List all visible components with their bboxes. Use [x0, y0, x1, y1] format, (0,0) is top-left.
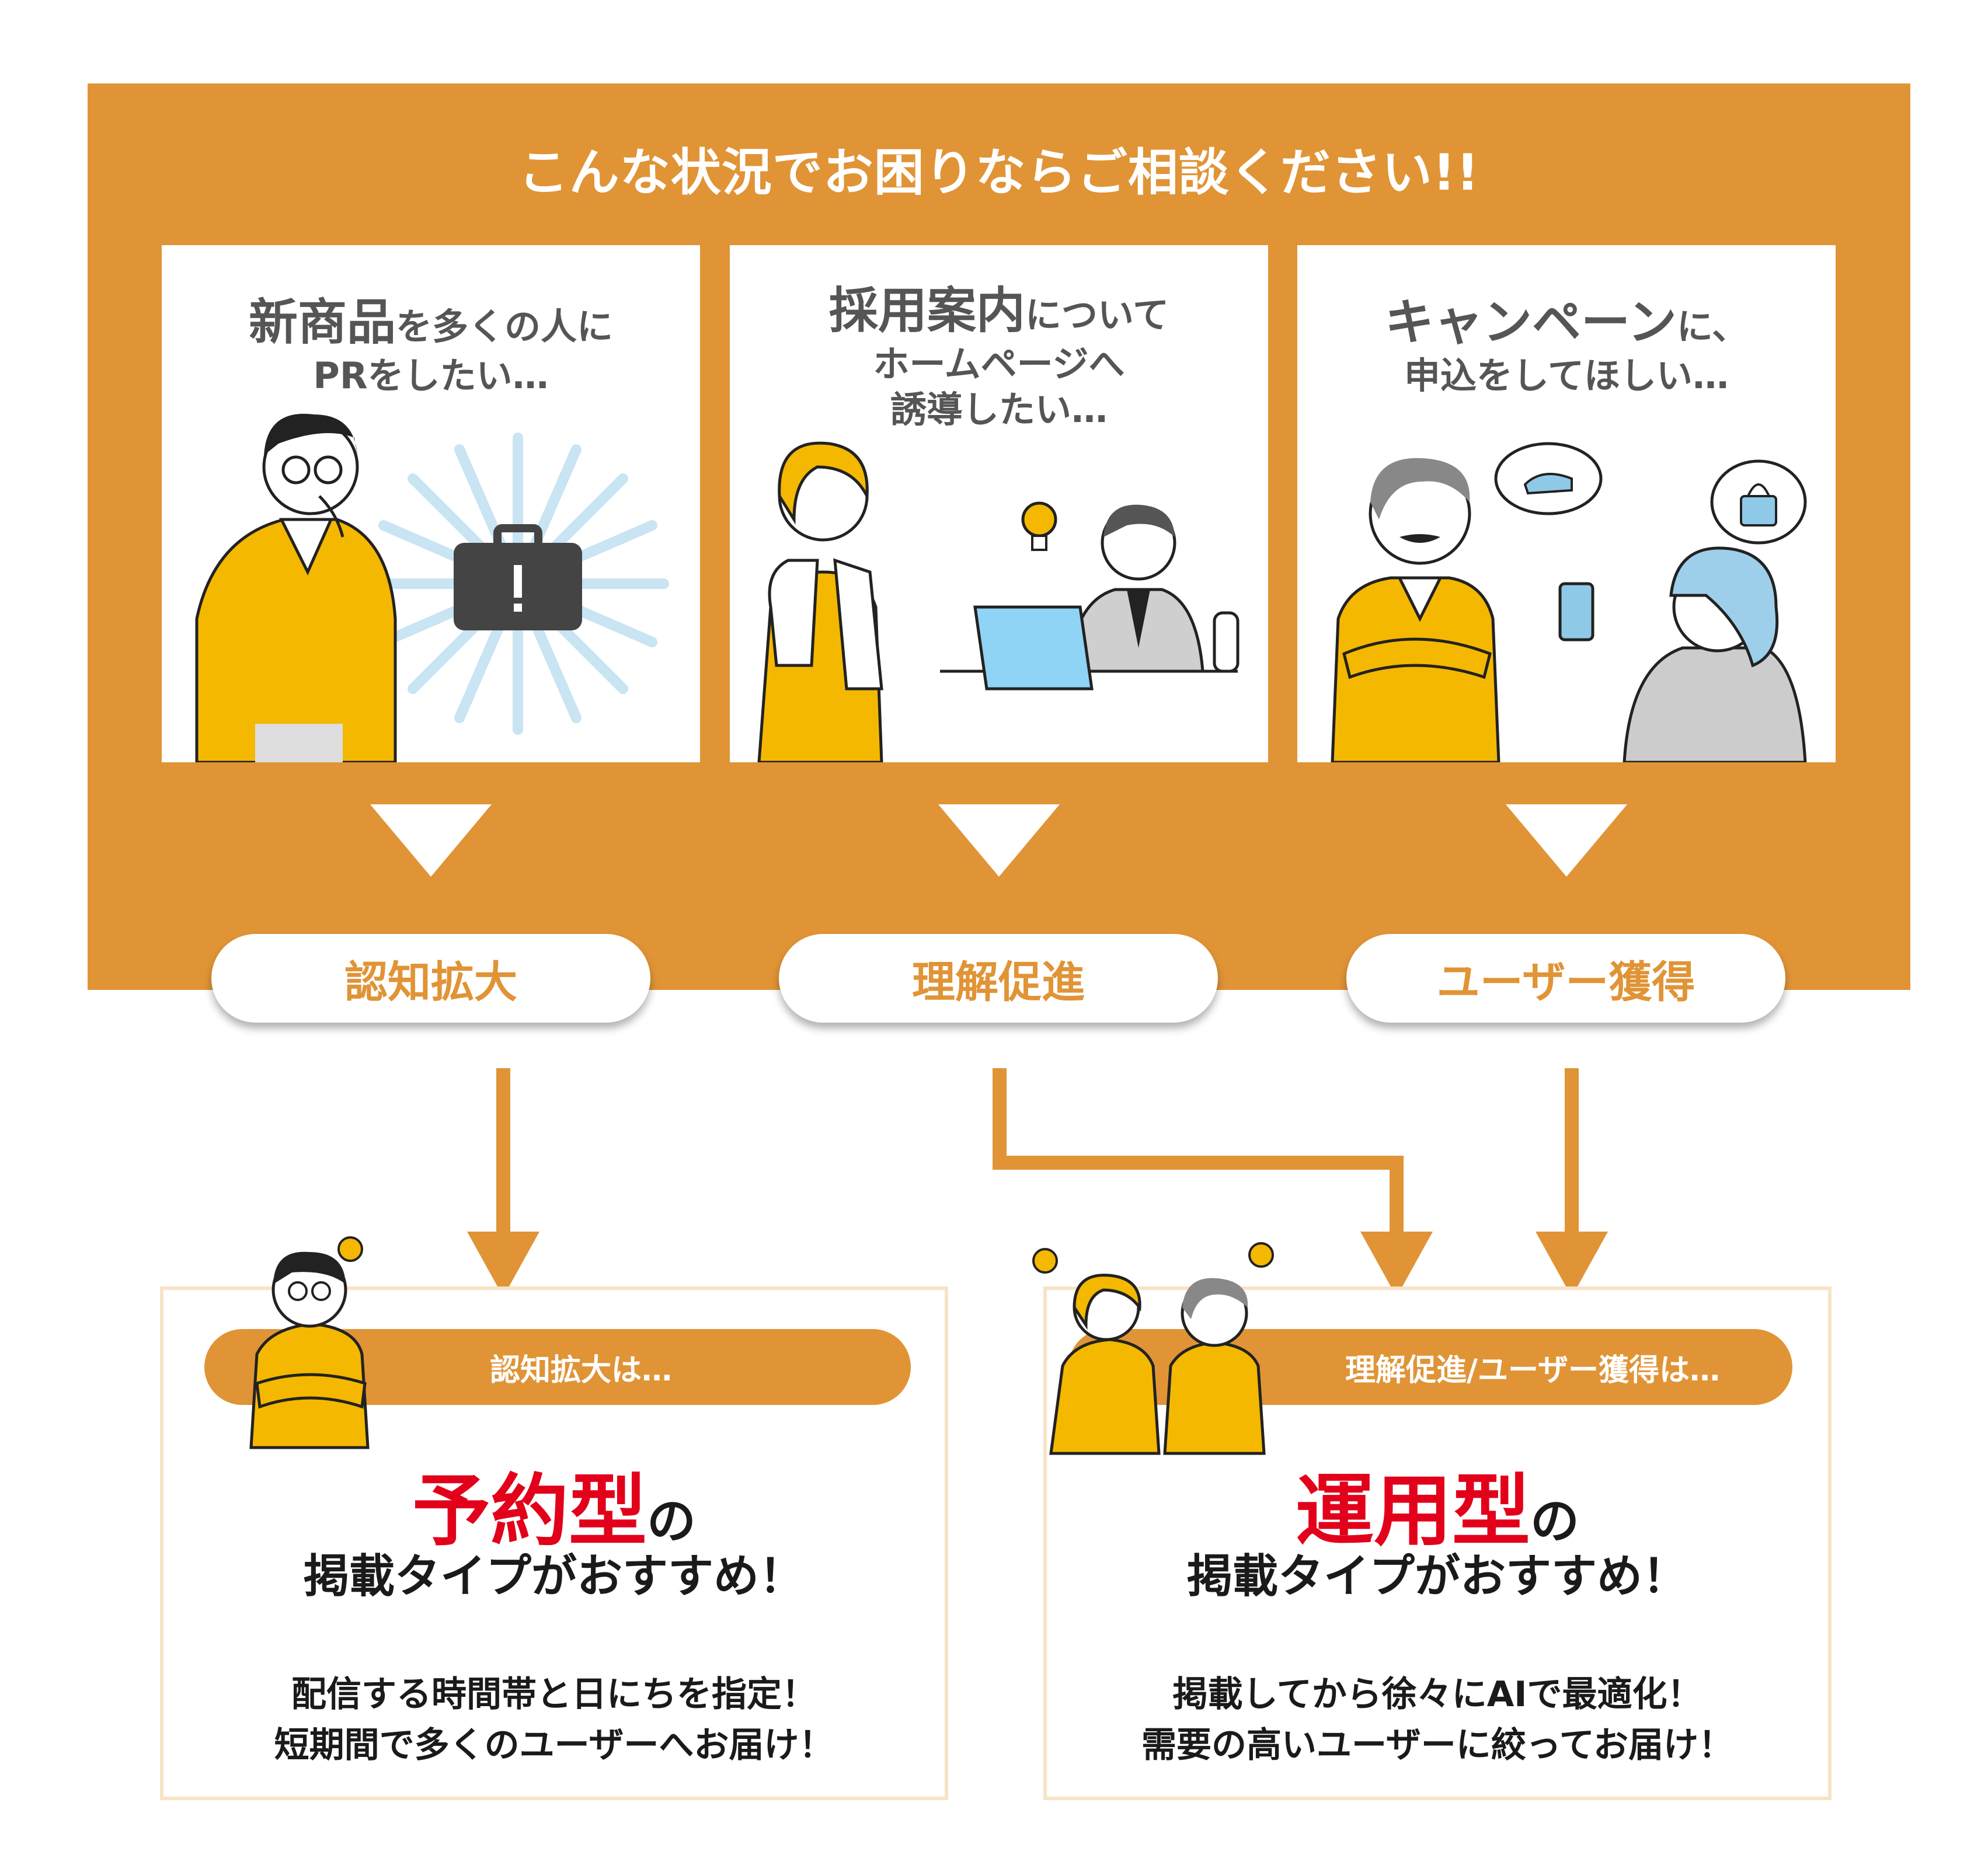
lightbulb-icon: [337, 1236, 363, 1262]
card-2-title: 採用案内について ホームページへ 誘導したい…: [828, 282, 1169, 431]
card-new-product: 新商品を多くの人に PRをしたい…: [162, 245, 700, 762]
arrowhead-2: [1360, 1232, 1433, 1297]
result-2-subtitle: 掲載タイプがおすすめ！: [1186, 1550, 1688, 1603]
card-3-illustration: [1331, 442, 1807, 762]
result-2-type: 運用型の: [1295, 1466, 1580, 1557]
down-arrow-1: [370, 804, 492, 877]
goal-understanding: 理解促進: [779, 934, 1218, 1023]
man-arms-crossed-illustration: [249, 1236, 370, 1449]
down-arrow-2: [938, 804, 1060, 877]
lightbulb-icon: [1021, 501, 1057, 551]
result-1-subtitle: 掲載タイプがおすすめ！: [303, 1550, 805, 1603]
connector-2: [993, 1068, 1404, 1237]
woman-and-man-illustration: [1032, 1242, 1274, 1455]
shopping-icon: [1494, 442, 1807, 545]
card-recruiting: 採用案内について ホームページへ 誘導したい…: [730, 245, 1268, 762]
goal-acquisition: ユーザー獲得: [1346, 934, 1785, 1023]
card-2-illustration: [757, 441, 1240, 762]
woman-thinking: [757, 441, 883, 762]
headline: こんな状況でお困りならご相談ください!!: [518, 144, 1480, 202]
briefcase-alert-icon: [454, 524, 582, 630]
lightbulb-icon: [1032, 1248, 1058, 1274]
arrowhead-3: [1536, 1232, 1608, 1297]
down-arrow-3: [1506, 804, 1627, 877]
card-1-illustration: [195, 413, 669, 762]
older-man-arms-crossed: [1331, 458, 1500, 762]
lightbulb-icon: [1248, 1242, 1274, 1268]
result-1-description: 配信する時間帯と日にちを指定！ 短期間で多くのユーザーへお届け！: [274, 1674, 834, 1766]
businessman-laptop: [940, 504, 1240, 691]
goal-awareness: 認知拡大: [211, 934, 650, 1023]
card-3-title: キャンペーンに、 申込をしてほしい…: [1385, 294, 1748, 397]
result-1-type-name: 予約型: [412, 1466, 647, 1557]
result-2-description: 掲載してから徐々にAIで最適化！ 需要の高いユーザーに絞ってお届け！: [1141, 1674, 1733, 1766]
woman-smartphone: [1558, 546, 1807, 762]
card-campaign: キャンペーンに、 申込をしてほしい…: [1297, 245, 1836, 762]
card-1-title: 新商品を多くの人に PRをしたい…: [248, 294, 614, 397]
arrowhead-1: [467, 1232, 539, 1297]
result-1-type: 予約型の: [412, 1466, 697, 1557]
result-2-type-name: 運用型: [1295, 1466, 1530, 1557]
man-thinking: [195, 413, 397, 762]
